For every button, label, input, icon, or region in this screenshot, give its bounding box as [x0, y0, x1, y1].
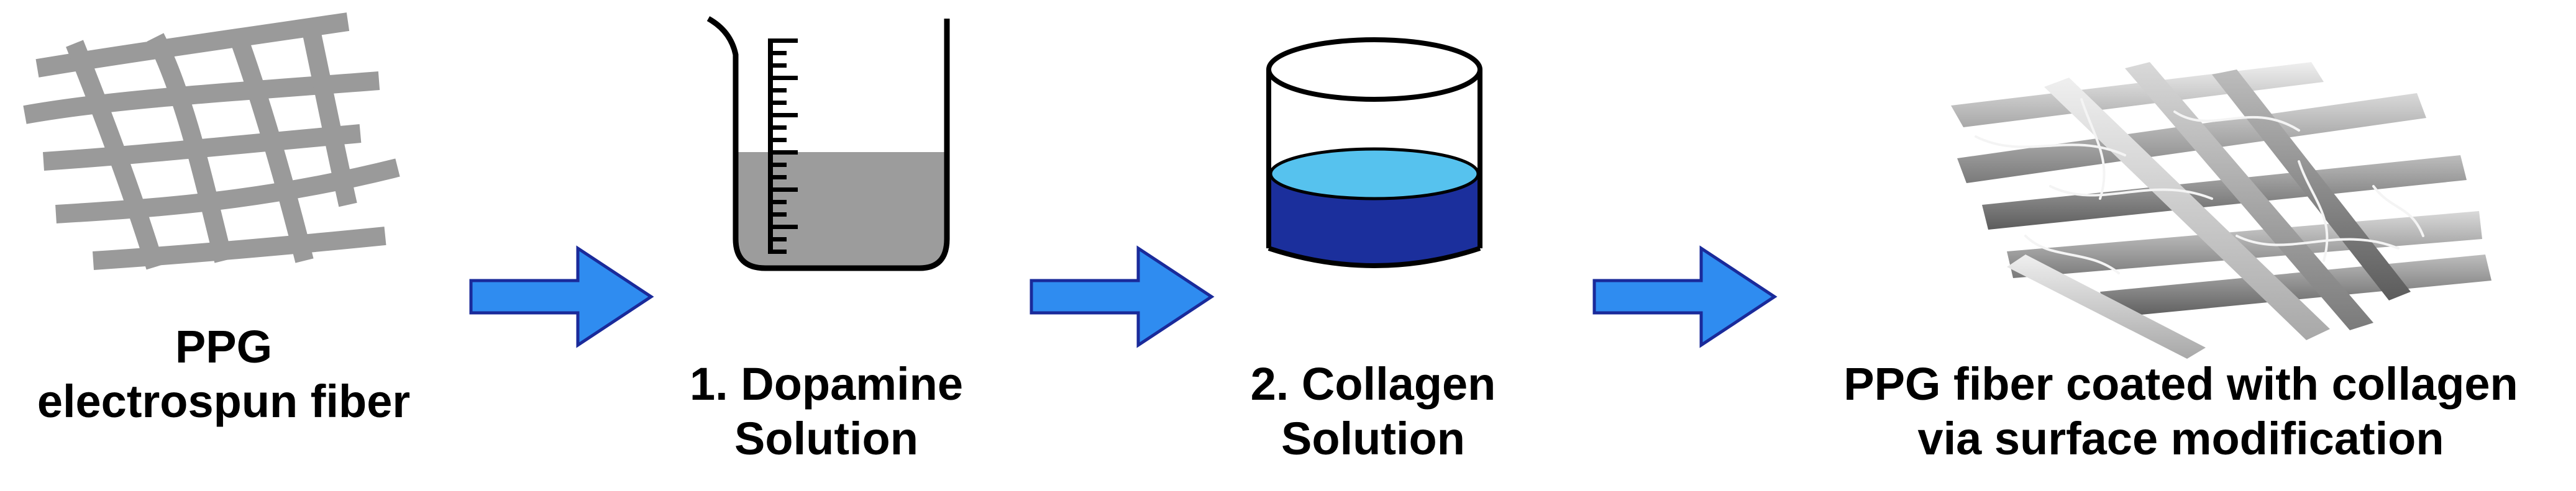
step-2-label-line-1: 1. Dopamine [690, 358, 963, 410]
graduation-mark [768, 212, 787, 217]
step-1-label-line-1: PPG [175, 321, 273, 372]
graduation-mark [768, 88, 787, 92]
graduation-mark [768, 150, 798, 155]
right-arrow-icon [1030, 245, 1215, 348]
step-4-label-line-1: PPG fiber coated with collagen [1843, 358, 2518, 410]
beaker-icon [706, 16, 950, 271]
graduation-mark [768, 175, 787, 179]
collagen-surface [1271, 149, 1478, 199]
graduation-mark [768, 113, 798, 117]
step-3-label-line-2: Solution [1281, 413, 1465, 464]
graduation-mark [768, 125, 787, 130]
graduation-mark [768, 163, 787, 167]
right-arrow-icon [1592, 245, 1778, 348]
step-4-label-line-2: via surface modification [1917, 413, 2444, 464]
step-1-label-line-2: electrospun fiber [37, 376, 411, 427]
graduation-marks [768, 38, 798, 254]
graduation-mark [768, 101, 787, 105]
right-arrow-icon [469, 245, 654, 348]
graduation-mark [768, 38, 798, 43]
graduation-mark [768, 225, 798, 229]
graduation-mark [768, 250, 787, 254]
graduation-mark [768, 51, 787, 55]
graduation-mark [768, 138, 787, 142]
step-2-label: 1. Dopamine Solution [640, 357, 1013, 466]
step-4-label: PPG fiber coated with collagen via surfa… [1802, 357, 2560, 466]
step-2-label-line-2: Solution [734, 413, 918, 464]
step-1-label: PPG electrospun fiber [25, 320, 422, 429]
graduation-mark [768, 63, 787, 68]
step-3-label-line-1: 2. Collagen [1250, 358, 1496, 410]
coated-fiber-icon [1951, 62, 2492, 359]
fiber-mesh-icon [23, 12, 400, 270]
graduation-mark [768, 237, 787, 241]
petri-dish-icon [1266, 37, 1482, 268]
dopamine-solution-liquid [736, 152, 947, 268]
graduation-mark [768, 76, 798, 80]
step-3-label: 2. Collagen Solution [1199, 357, 1547, 466]
graduation-scale [768, 38, 773, 254]
graduation-mark [768, 187, 798, 192]
graduation-mark [768, 200, 787, 204]
